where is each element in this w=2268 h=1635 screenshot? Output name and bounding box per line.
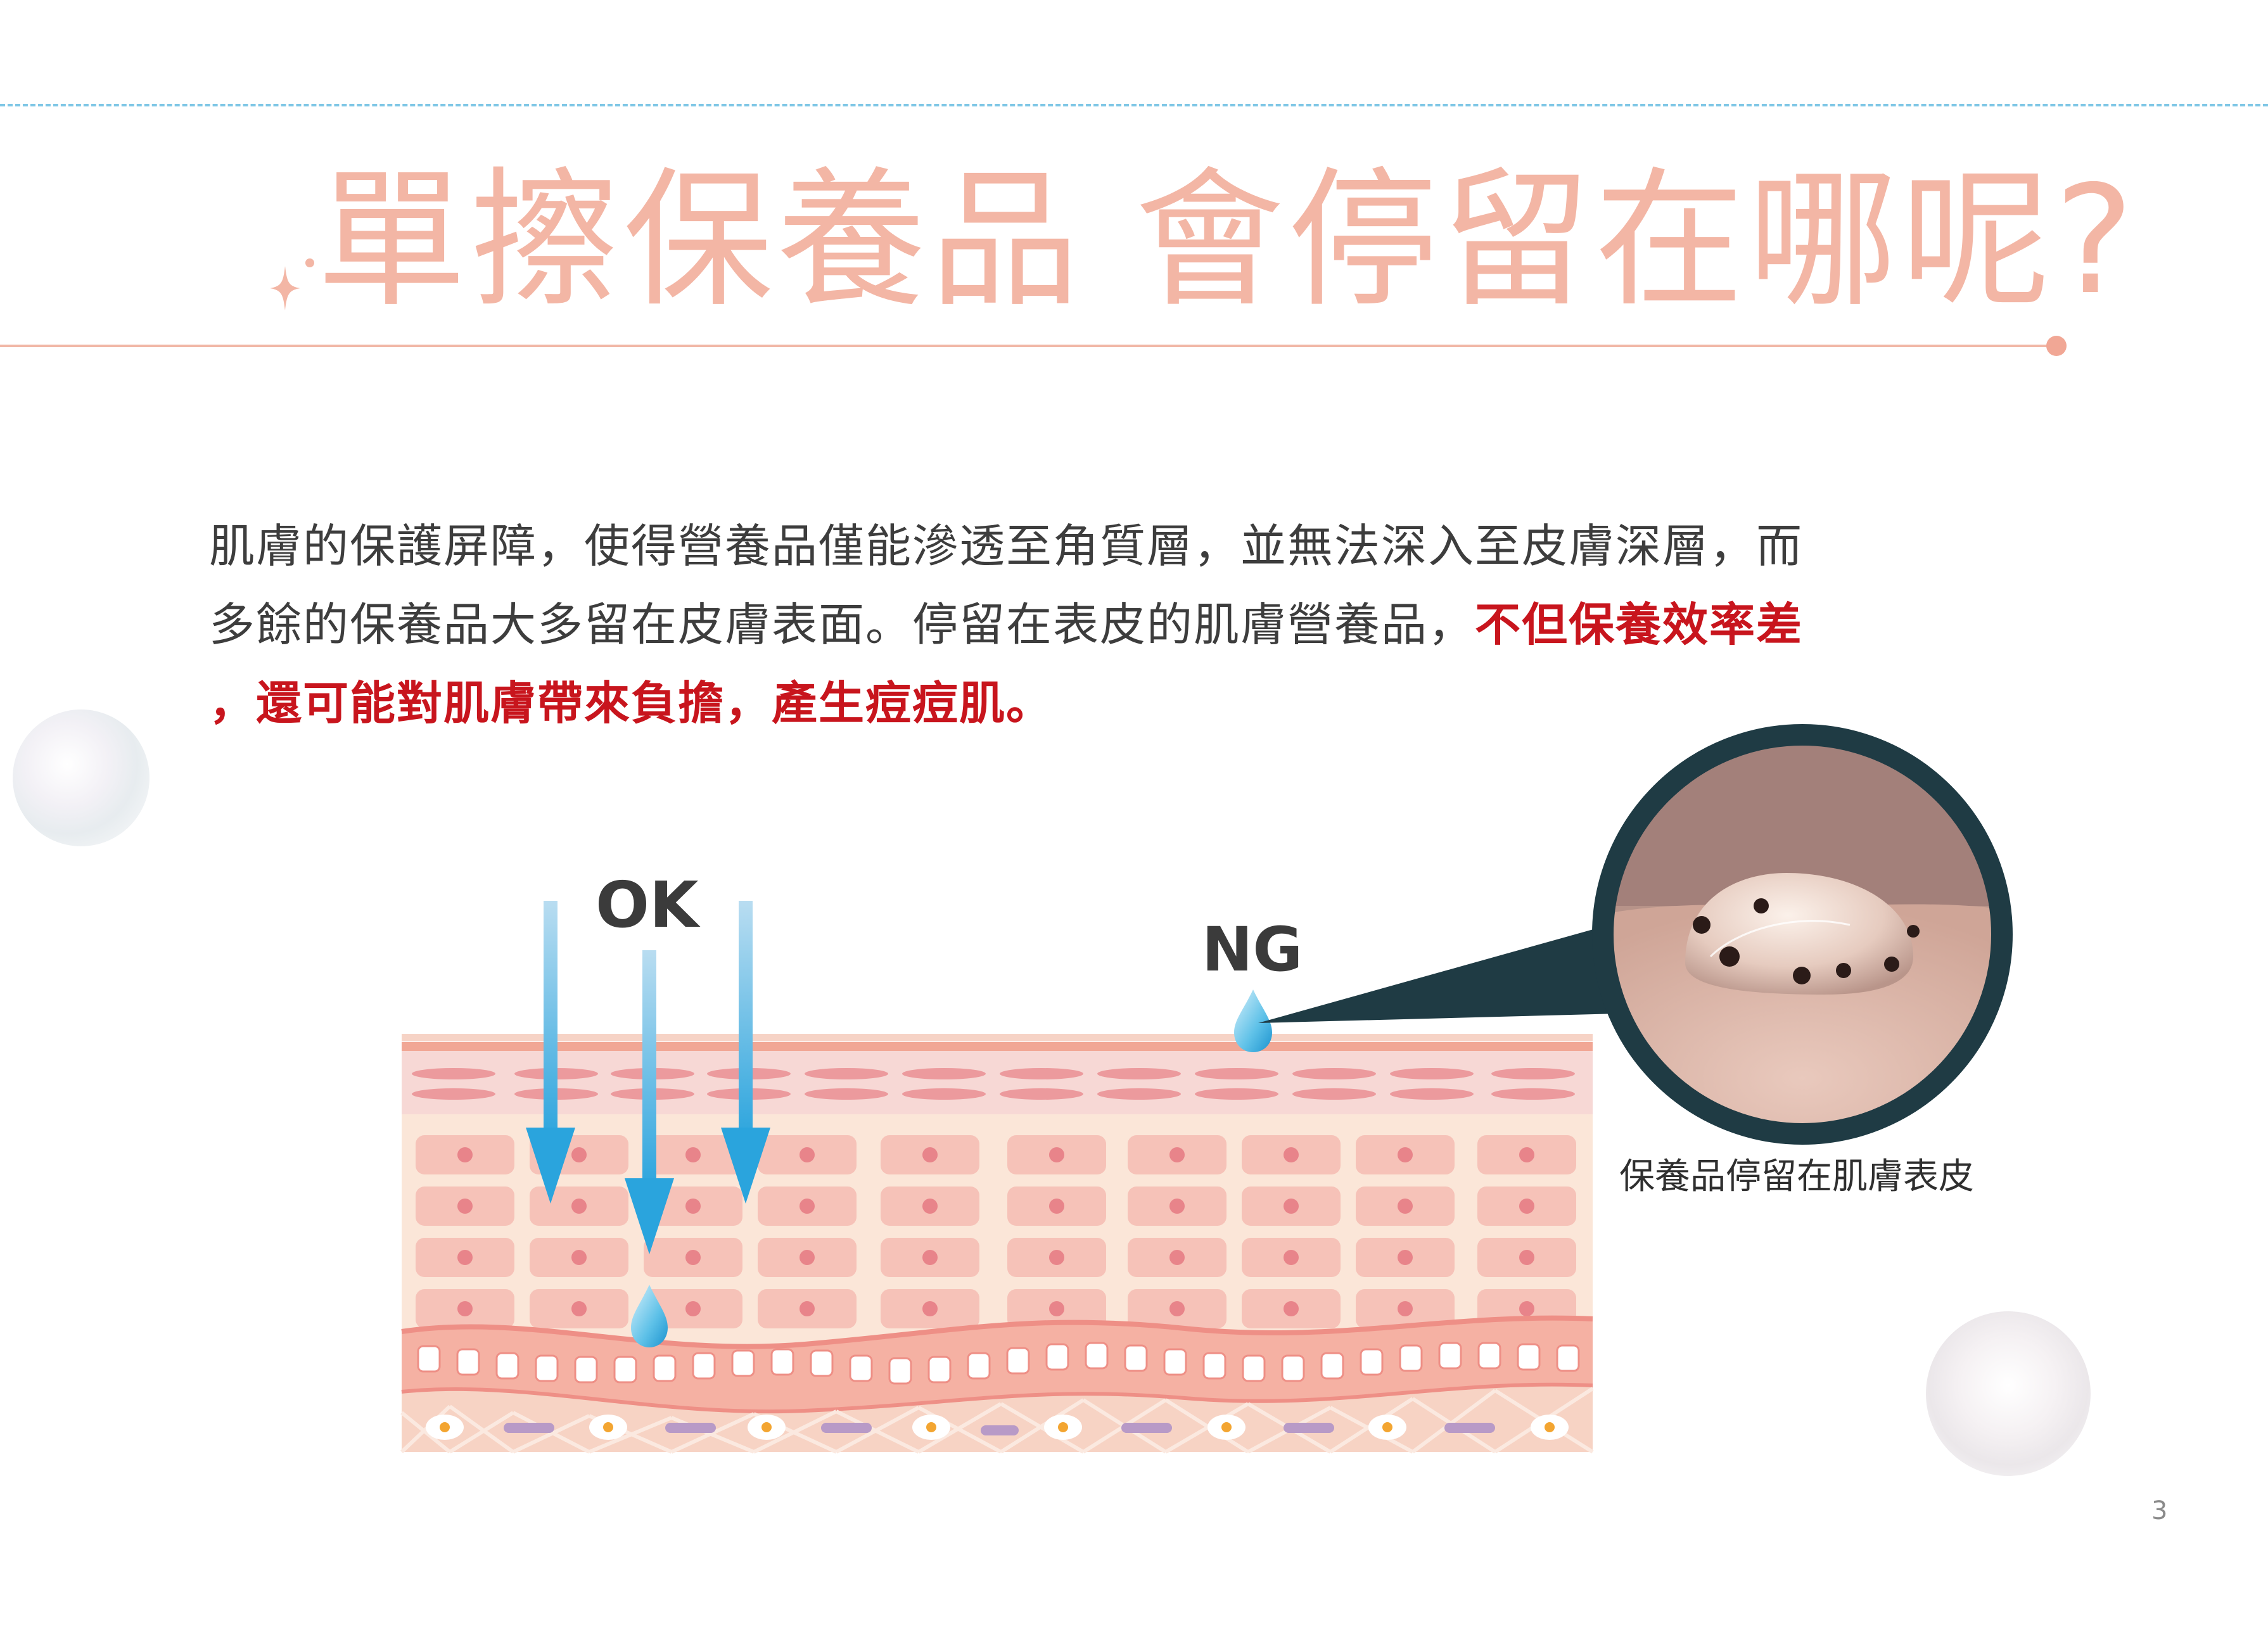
ok-label: OK xyxy=(596,868,699,942)
title-underline xyxy=(0,345,2054,347)
ok-arrows xyxy=(526,901,770,1254)
water-drop-surface xyxy=(1234,989,1272,1052)
magnifier-pointer xyxy=(1258,925,1619,1023)
top-skin-line xyxy=(402,1042,1593,1051)
dermis-layer xyxy=(402,1386,1593,1452)
dermis-cells xyxy=(426,1415,1569,1440)
product-bubble xyxy=(1685,873,1913,995)
ng-label: NG xyxy=(1202,914,1303,985)
title-underline-dot xyxy=(2046,336,2067,356)
magnifier-ring xyxy=(1592,724,2013,1145)
magnified-skin-view xyxy=(1258,724,2013,1145)
sparkle-icon xyxy=(270,266,300,310)
water-drop-deep xyxy=(631,1285,668,1347)
page-number: 3 xyxy=(2151,1496,2168,1525)
page-title: 單擦保養品 會停留在哪呢? xyxy=(317,153,2138,328)
clogged-pores xyxy=(1693,898,1920,984)
body-line-1: 肌膚的保護屏障，使得營養品僅能滲透至角質層，並無法深入至皮膚深層，而 xyxy=(209,519,1804,573)
body-line-2-emphasis: 不但保養效率差 xyxy=(1475,598,1804,651)
magnifier-caption: 保養品停留在肌膚表皮 xyxy=(1619,1156,1974,1197)
skin-layer-diagram xyxy=(400,901,1594,1454)
decorative-orb-left xyxy=(13,709,150,846)
body-line-3-emphasis: ，還可能對肌膚帶來負擔，產生痘痘肌。 xyxy=(209,677,1054,730)
decorative-orb-right xyxy=(1926,1311,2091,1476)
body-line-2-text: 多餘的保養品大多留在皮膚表面。停留在表皮的肌膚營養品， xyxy=(209,598,1475,651)
cell-nuclei xyxy=(457,1147,1534,1316)
body-paragraph: 肌膚的保護屏障，使得營養品僅能滲透至角質層，並無法深入至皮膚深層，而 多餘的保養… xyxy=(209,507,2021,742)
corneum-cells xyxy=(412,1068,1575,1100)
stratum-corneum-layer xyxy=(402,1051,1593,1114)
body-line-2: 多餘的保養品大多留在皮膚表面。停留在表皮的肌膚營養品，不但保養效率差 xyxy=(209,585,2021,664)
basal-cells xyxy=(417,1342,1580,1385)
sparkle-dot xyxy=(305,258,314,267)
top-dashed-divider xyxy=(0,104,2268,106)
basal-layer xyxy=(402,1316,1593,1414)
